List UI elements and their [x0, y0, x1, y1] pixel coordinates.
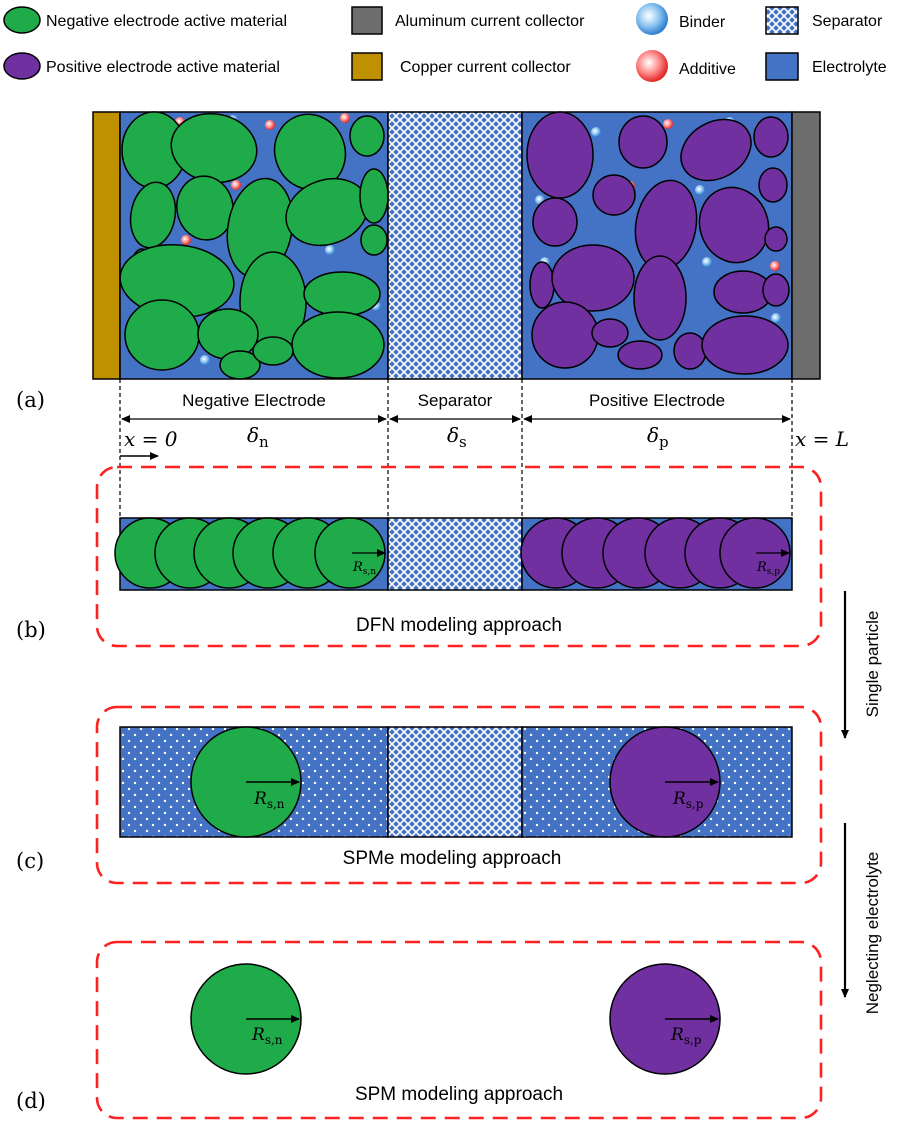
spm-rp-label: Rs,p	[670, 1025, 702, 1047]
legend-binder-swatch	[636, 3, 668, 35]
delta-n-label: δn	[247, 423, 269, 451]
positive-particle	[762, 273, 790, 307]
negative-particle	[252, 336, 294, 366]
dfn-dashed-box	[95, 465, 823, 648]
legend-negative-swatch	[3, 6, 41, 34]
panel-c-tag: (c)	[16, 849, 44, 873]
spme-rn-label: Rs,n	[253, 789, 285, 811]
negative-particle	[124, 299, 200, 371]
positive-particle	[592, 174, 636, 216]
negative-particle	[129, 181, 177, 249]
positive-particle	[551, 244, 635, 312]
delta-s-label: δs	[447, 423, 467, 451]
positive-particle	[698, 186, 770, 264]
negative-particle	[197, 308, 259, 360]
negative-particle	[176, 175, 234, 241]
panel-c: Rs,n Rs,p SPMe modeling approach (c)	[16, 705, 823, 885]
additive-dot	[340, 113, 350, 123]
positive-particle	[531, 301, 599, 369]
panel-d: Rs,n Rs,p SPM modeling approach (d)	[16, 940, 823, 1120]
legend-binder-label: Binder	[679, 14, 726, 31]
positive-electrode-label: Positive Electrode	[589, 391, 725, 410]
panel-b-tag: (b)	[16, 618, 46, 642]
positive-particle	[591, 318, 629, 348]
panel-d-tag: (d)	[16, 1089, 46, 1113]
spme-rp-label: Rs,p	[672, 789, 704, 811]
positive-particle	[633, 255, 687, 341]
legend-copper-label: Copper current collector	[400, 59, 571, 76]
spm-title: SPM modeling approach	[355, 1084, 563, 1105]
dfn-positive-particle	[719, 517, 791, 589]
x-zero-label: x = 0	[124, 427, 178, 451]
positive-particle	[529, 261, 555, 309]
additive-dot	[231, 180, 241, 190]
binder-dot	[702, 257, 712, 267]
dfn-rp-label: Rs,p	[756, 560, 780, 577]
particle-layer	[119, 111, 790, 380]
spme-dashed-box	[95, 705, 823, 885]
spm-dashed-box	[95, 940, 823, 1120]
negative-electrode-label: Negative Electrode	[182, 391, 326, 410]
legend-aluminum-swatch	[351, 6, 383, 35]
binder-dot	[695, 185, 705, 195]
negative-particle	[359, 168, 389, 224]
positive-particle	[618, 115, 668, 169]
x-L-label: x = L	[795, 427, 849, 451]
positive-particle	[673, 332, 707, 370]
positive-particle	[526, 111, 594, 199]
separator-label: Separator	[418, 391, 493, 410]
legend-negative-label: Negative electrode active material	[46, 13, 287, 30]
dfn-title: DFN modeling approach	[356, 615, 562, 636]
additive-dot	[770, 261, 780, 271]
spm-rn-label: Rs,n	[251, 1025, 283, 1047]
positive-particle	[764, 226, 788, 252]
binder-dot	[200, 355, 210, 365]
dfn-rn-label: Rs,n	[352, 560, 376, 577]
copper-collector	[92, 111, 121, 380]
panel-b: Rs,n Rs,p DFN modeling approach (b)	[16, 465, 823, 648]
aluminum-collector	[791, 111, 821, 380]
legend-electrolyte-swatch	[765, 52, 799, 81]
legend-copper-swatch	[351, 52, 383, 81]
additive-dot	[181, 235, 191, 245]
single-particle-label: Single particle	[863, 611, 882, 718]
additive-dot	[663, 119, 673, 129]
negative-particle	[360, 224, 388, 256]
negative-particle	[219, 350, 261, 380]
separator-region	[387, 111, 523, 380]
legend-electrolyte-label: Electrolyte	[812, 59, 887, 76]
negative-particle	[291, 311, 385, 379]
legend-positive-swatch	[3, 52, 41, 80]
positive-particle	[680, 118, 752, 182]
negative-particle	[349, 115, 385, 157]
positive-particle	[701, 315, 789, 375]
positive-particle	[617, 340, 663, 370]
binder-dot	[325, 245, 335, 255]
positive-particle	[753, 116, 789, 158]
delta-p-label: δp	[647, 423, 669, 451]
dfn-particles	[114, 517, 791, 589]
legend-additive-swatch	[636, 50, 668, 82]
binder-dot	[591, 127, 601, 137]
negative-particle	[303, 271, 381, 317]
legend-aluminum-label: Aluminum current collector	[395, 13, 585, 30]
panel-a-tag: (a)	[16, 388, 45, 412]
legend-separator-label: Separator	[812, 13, 883, 30]
neglecting-electrolyte-label: Neglecting electrolyte	[863, 852, 882, 1015]
positive-particle	[758, 167, 788, 203]
legend: Negative electrode active material Posit…	[3, 3, 887, 82]
legend-additive-label: Additive	[679, 61, 736, 78]
binder-dot	[771, 313, 781, 323]
legend-positive-label: Positive electrode active material	[46, 59, 280, 76]
legend-separator-swatch	[765, 6, 799, 35]
spme-title: SPMe modeling approach	[343, 848, 562, 869]
panel-a: (a) Negative Electrode Separator Positiv…	[16, 111, 849, 525]
positive-particle	[532, 197, 578, 247]
additive-dot	[265, 120, 275, 130]
